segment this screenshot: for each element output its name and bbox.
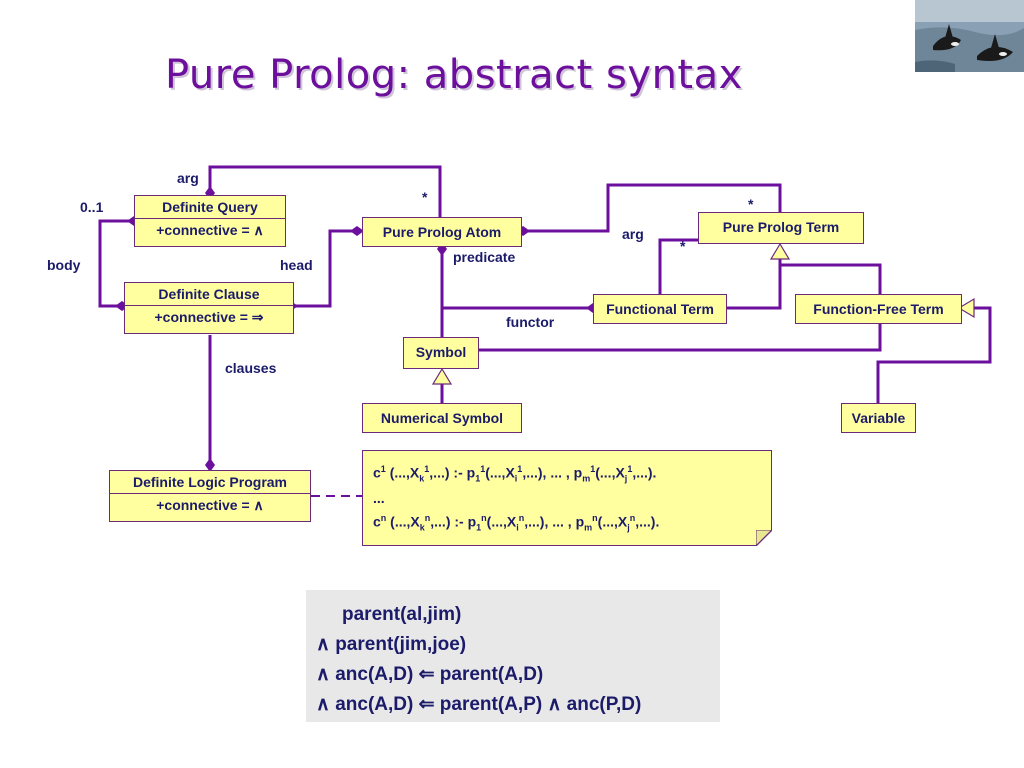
query-atom-connector xyxy=(208,165,442,218)
definite-query-name: Definite Query xyxy=(162,199,258,215)
definite-logic-program-attr: +connective = ∧ xyxy=(110,493,310,516)
label-star-atom: * xyxy=(422,189,428,205)
label-arg-top: arg xyxy=(177,170,199,186)
example-line-2: ∧ parent(jim,joe) xyxy=(316,634,467,655)
note-line-ellipsis: ... xyxy=(373,490,385,507)
pure-prolog-term-box[interactable]: Pure Prolog Term xyxy=(698,212,864,244)
note-fold-corner xyxy=(756,530,772,546)
function-free-term-box[interactable]: Function-Free Term xyxy=(795,294,962,324)
slide-title: Pure Prolog: abstract syntax xyxy=(165,52,743,98)
example-line-1: parent(al,jim) xyxy=(342,604,462,625)
label-star-term: * xyxy=(748,196,754,212)
definite-query-box[interactable]: Definite Query +connective = ∧ xyxy=(134,195,286,247)
functionfree-symbol-connector xyxy=(478,323,882,352)
numerical-symbol-box[interactable]: Numerical Symbol xyxy=(362,403,522,433)
variable-box[interactable]: Variable xyxy=(841,403,916,433)
definite-query-attr: +connective = ∧ xyxy=(135,218,285,241)
definite-logic-program-box[interactable]: Definite Logic Program +connective = ∧ xyxy=(109,470,311,522)
inherit-triangle-symbol xyxy=(431,367,453,385)
example-line-3: ∧ anc(A,D) ⇐ parent(A,D) xyxy=(316,664,544,685)
diamond-clauses xyxy=(205,458,215,472)
orca-photo-icon xyxy=(915,0,1024,72)
label-body: body xyxy=(47,257,81,273)
pure-prolog-atom-box[interactable]: Pure Prolog Atom xyxy=(362,217,522,247)
inherit-triangle-functionfree xyxy=(957,297,975,319)
label-zero-to-one: 0..1 xyxy=(80,199,104,215)
label-head: head xyxy=(280,257,313,273)
clause-schema-note: c1 (...,Xk1,...) :- p11(...,Xi1,...), ..… xyxy=(362,450,772,546)
diamond-atom-head xyxy=(350,226,364,236)
note-line-n: cn (...,Xkn,...) :- p1n(...,Xin,...), ..… xyxy=(373,513,660,533)
inherit-triangle-term xyxy=(769,242,791,260)
atom-term-connector xyxy=(522,183,782,233)
label-clauses: clauses xyxy=(225,360,277,376)
functional-term-box[interactable]: Functional Term xyxy=(593,294,727,324)
variable-functionfree-connector xyxy=(876,306,992,403)
label-functor: functor xyxy=(506,314,555,330)
function-free-term-inherit-connector xyxy=(780,263,882,294)
label-star-functional: * xyxy=(680,238,686,254)
definite-clause-attr: +connective = ⇒ xyxy=(125,305,293,328)
functional-term-inherit-connector xyxy=(727,259,782,310)
definite-clause-name: Definite Clause xyxy=(158,286,260,302)
clause-atom-head-connector xyxy=(294,229,362,308)
query-clause-body-connector xyxy=(98,219,134,308)
symbol-box[interactable]: Symbol xyxy=(403,337,479,369)
functional-term-arg-connector xyxy=(658,238,698,294)
definite-logic-program-name: Definite Logic Program xyxy=(132,474,288,490)
note-line-1: c1 (...,Xk1,...) :- p11(...,Xi1,...), ..… xyxy=(373,464,657,484)
example-line-4: ∧ anc(A,D) ⇐ parent(A,P) ∧ anc(P,D) xyxy=(316,694,642,715)
definite-clause-box[interactable]: Definite Clause +connective = ⇒ xyxy=(124,282,294,334)
label-predicate: predicate xyxy=(453,249,516,265)
example-program-panel: parent(al,jim) ∧ parent(jim,joe) ∧ anc(A… xyxy=(306,590,720,722)
label-arg-right: arg xyxy=(622,226,644,242)
